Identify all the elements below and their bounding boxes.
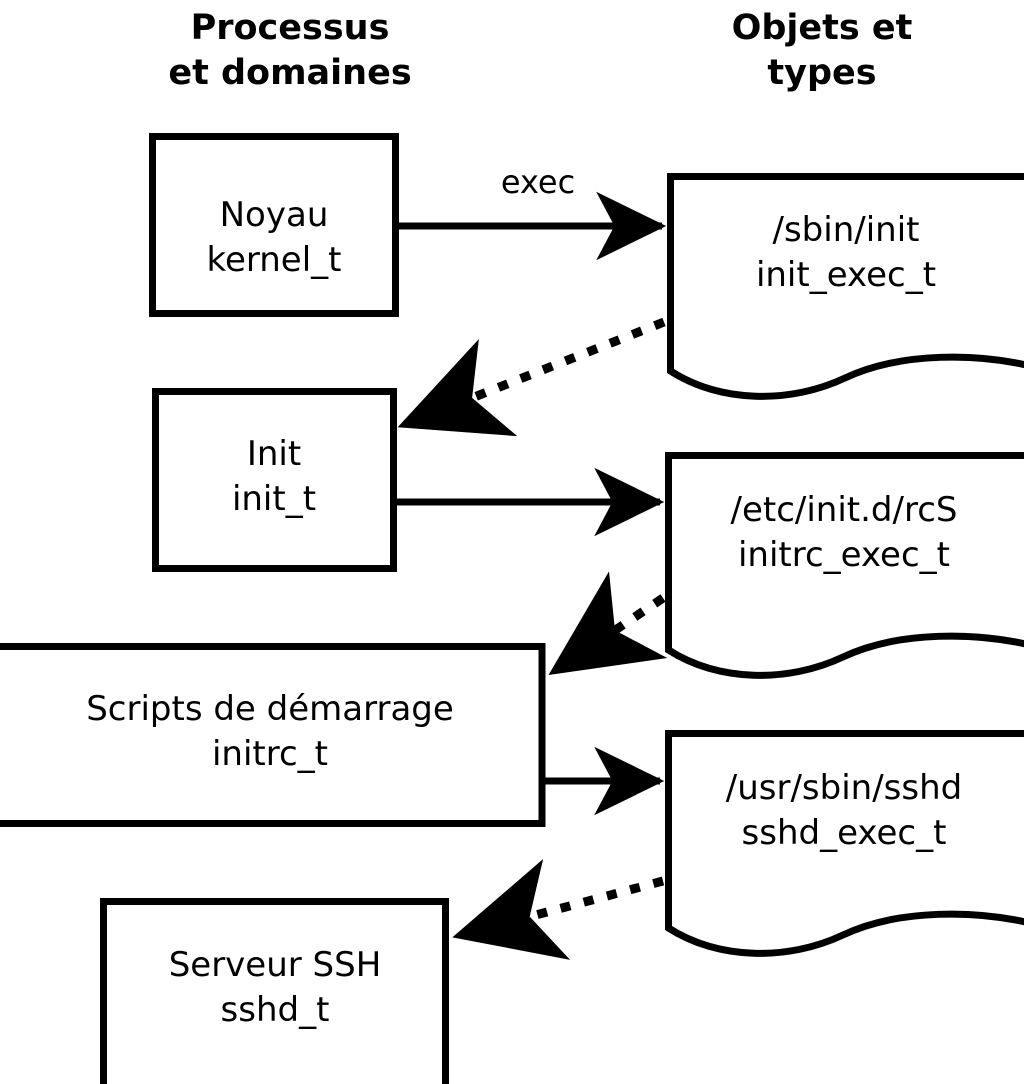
process-box-initrc[interactable] [0,643,546,827]
object-doc-initrc-exec[interactable] [665,452,1024,679]
process-box-init[interactable] [152,388,397,572]
edge-initrc-exec-to-initrc [548,571,668,676]
edge-label-exec: exec [500,163,576,201]
object-doc-sshd-exec[interactable] [665,730,1024,957]
column-header-objects: Objets et types [731,8,913,93]
edge-init-exec-to-init [397,317,666,437]
column-header-processes: Processus et domaines [168,8,412,93]
process-box-kernel[interactable] [149,133,399,317]
object-doc-init-exec[interactable] [667,173,1024,400]
process-box-sshd[interactable] [100,898,449,1084]
edge-sshd-exec-to-sshd [452,859,665,960]
